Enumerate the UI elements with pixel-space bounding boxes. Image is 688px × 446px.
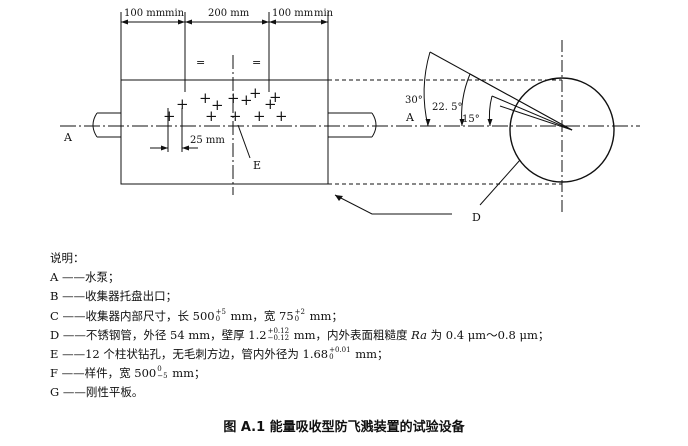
drill-hole-icon: +	[176, 95, 189, 113]
equal-mark-left: =	[196, 56, 205, 69]
angle-15-text: 15°	[462, 114, 480, 125]
ray-22	[469, 73, 573, 131]
tolerance: 0−5	[157, 365, 168, 381]
drill-hole-icon: +	[249, 84, 262, 102]
legend-item-a: A ——水泵；	[50, 270, 120, 285]
arrowhead	[182, 145, 189, 151]
arrowhead	[161, 145, 168, 151]
legend-title: 说明：	[50, 251, 85, 265]
leader-c	[334, 194, 452, 215]
dim-left-min: min	[165, 8, 185, 19]
drill-holes: + + + + + + + + + + + + +	[163, 84, 288, 125]
leader-e	[237, 124, 251, 159]
drill-hole-icon: +	[205, 107, 218, 125]
arrowhead	[425, 119, 431, 126]
dim-center-text: 200 mm	[208, 8, 250, 19]
arrowhead	[269, 19, 276, 25]
legend-item-b: B ——收集器托盘出口；	[50, 289, 178, 304]
pipe-left	[92, 112, 121, 138]
drill-hole-icon: +	[199, 89, 212, 107]
label-e: E	[253, 159, 261, 172]
label-a-pump: A	[63, 131, 73, 144]
drill-hole-icon: +	[211, 96, 224, 114]
label-a-axis: A	[405, 111, 415, 124]
legend: 说明： A ——水泵； B ——收集器托盘出口； C ——收集器内部尺寸，长 5…	[50, 249, 549, 403]
label-d: D	[472, 211, 481, 224]
dim-right-min: min	[314, 8, 334, 19]
drill-hole-icon: +	[163, 107, 176, 125]
equal-mark-right: =	[252, 56, 261, 69]
arrowhead	[178, 19, 185, 25]
drill-hole-icon: +	[240, 91, 253, 109]
arrowhead	[185, 19, 192, 25]
dim-left-text: 100 mm	[124, 8, 166, 19]
legend-item-d: D ——不锈钢管，外径 54 mm，壁厚 1.2+0.12−0.12 mm，内外…	[50, 326, 550, 342]
pipe-right	[328, 112, 377, 138]
legend-item-g: G ——刚性平板。	[50, 385, 144, 400]
ray-extra	[499, 105, 573, 131]
drill-hole-icon: +	[264, 95, 277, 113]
drill-hole-icon: +	[227, 89, 240, 107]
arrowhead	[459, 119, 465, 126]
dim-gap-text: 25 mm	[190, 135, 225, 146]
arrowhead	[121, 19, 128, 25]
arrowhead	[487, 119, 493, 126]
figure-caption: 图 A.1 能量吸收型防飞溅装置的试验设备	[223, 420, 465, 435]
dim-right-text: 100 mm	[272, 8, 314, 19]
drill-hole-icon: +	[253, 107, 266, 125]
angle-30-text: 30°	[405, 95, 423, 106]
collector-box	[120, 79, 329, 185]
drill-hole-icon: +	[269, 88, 282, 106]
arrowhead	[335, 195, 343, 201]
ray-15	[491, 95, 573, 131]
drill-hole-icon: +	[229, 107, 242, 125]
leader-d	[479, 159, 521, 206]
test-apparatus-diagram: 100 mm min 200 mm 100 mm min 25 mm = = +…	[60, 8, 640, 224]
arrowhead	[262, 19, 269, 25]
drill-hole-icon: +	[275, 107, 288, 125]
arc-30	[423, 51, 431, 127]
arrowhead	[321, 19, 328, 25]
angle-22-text: 22. 5°	[432, 102, 462, 113]
tolerance: +0.12−0.12	[267, 326, 290, 342]
